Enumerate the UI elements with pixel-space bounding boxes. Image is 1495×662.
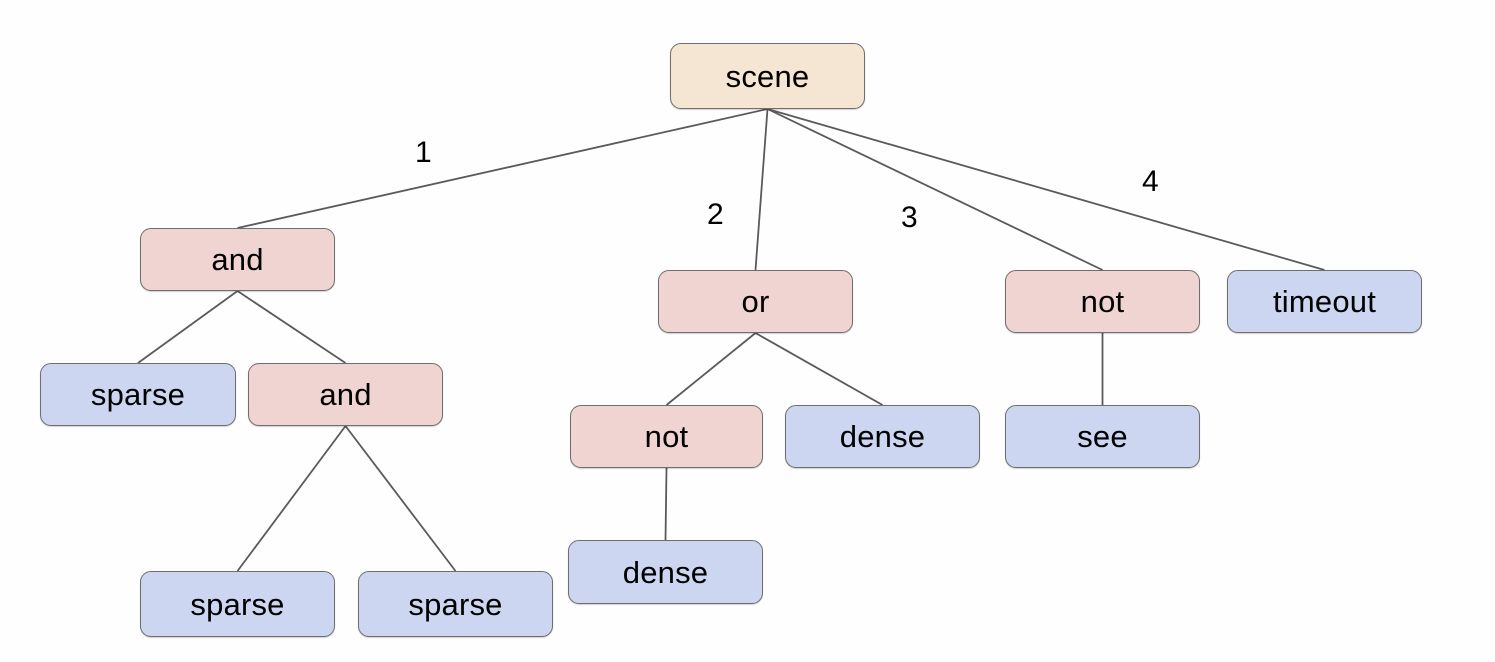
tree-node-label: or xyxy=(741,284,770,319)
edge-scene-to-timeout xyxy=(767,108,1325,271)
tree-node-label: sparse xyxy=(408,586,503,622)
tree-node-timeout[interactable]: timeout xyxy=(1227,270,1422,333)
tree-node-label: dense xyxy=(622,554,709,590)
tree-node-not2[interactable]: not xyxy=(570,405,763,468)
tree-node-dense1[interactable]: dense xyxy=(785,405,980,468)
tree-node-label: see xyxy=(1077,419,1128,454)
edge-scene-to-not1 xyxy=(767,108,1103,271)
tree-node-scene[interactable]: scene xyxy=(670,43,865,109)
tree-node-sparse3[interactable]: sparse xyxy=(358,571,553,637)
edge-scene-to-or1 xyxy=(754,108,769,271)
edge-label-4: 4 xyxy=(1142,165,1159,198)
tree-node-label: sparse xyxy=(190,586,285,622)
edge-label-2: 2 xyxy=(707,198,724,231)
tree-node-label: timeout xyxy=(1272,284,1377,319)
tree-node-and2[interactable]: and xyxy=(248,363,443,426)
tree-node-label: sparse xyxy=(90,377,186,412)
edge-or1-to-not2 xyxy=(665,332,757,406)
edge-label-1: 1 xyxy=(415,136,432,169)
tree-node-and1[interactable]: and xyxy=(140,228,335,291)
edge-and1-to-and2 xyxy=(237,290,346,364)
edge-or1-to-dense1 xyxy=(755,332,883,406)
tree-node-label: not xyxy=(644,419,689,454)
tree-node-label: scene xyxy=(725,58,810,94)
tree-node-or1[interactable]: or xyxy=(658,270,853,333)
tree-node-label: not xyxy=(1080,284,1125,319)
tree-node-sparse1[interactable]: sparse xyxy=(40,363,236,426)
edge-scene-to-and1 xyxy=(237,108,768,229)
edge-label-3: 3 xyxy=(901,201,918,234)
tree-node-label: and xyxy=(211,242,264,277)
edge-and2-to-sparse3 xyxy=(344,425,457,572)
tree-node-not1[interactable]: not xyxy=(1005,270,1200,333)
tree-node-see[interactable]: see xyxy=(1005,405,1200,468)
tree-node-label: dense xyxy=(839,419,926,454)
tree-node-label: and xyxy=(319,377,372,412)
tree-node-sparse2[interactable]: sparse xyxy=(140,571,335,637)
edge-not2-to-dense2 xyxy=(664,467,668,541)
edge-and1-to-sparse1 xyxy=(137,290,239,364)
edge-and2-to-sparse2 xyxy=(236,425,347,572)
tree-node-dense2[interactable]: dense xyxy=(568,540,763,604)
